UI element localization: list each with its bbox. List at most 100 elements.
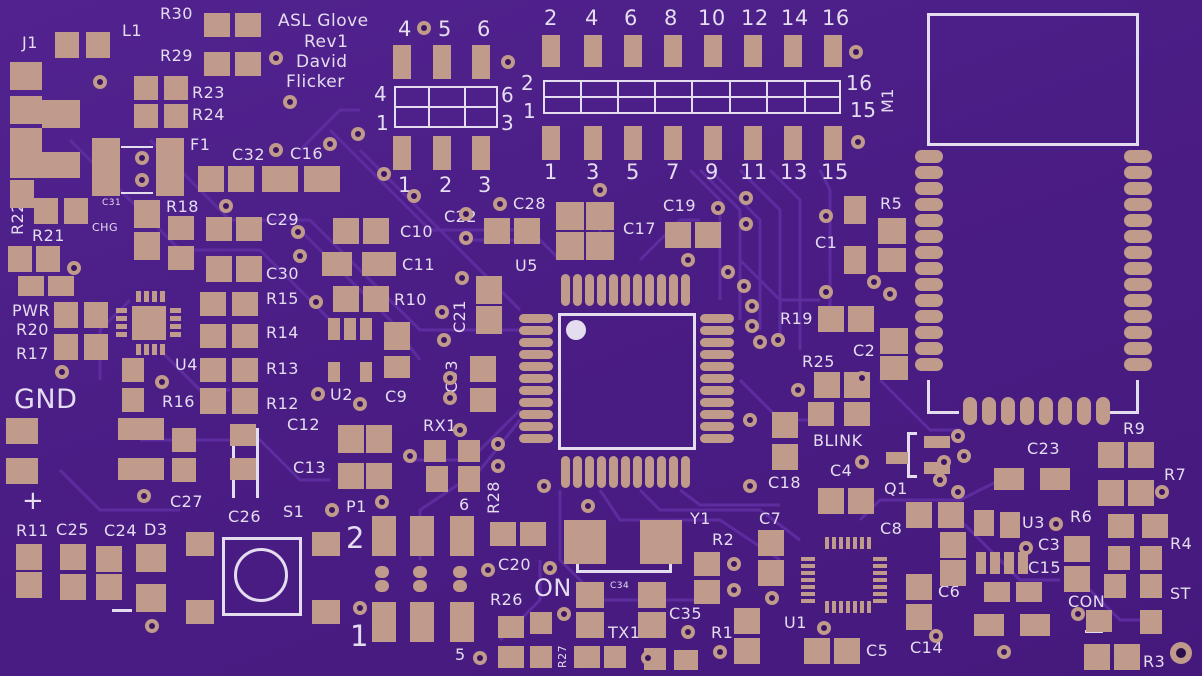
mcu-pin [561, 274, 570, 306]
mcu-pin [609, 274, 618, 306]
mcu-pin [621, 274, 630, 306]
smd-pad [924, 436, 950, 448]
silk-line [907, 475, 917, 478]
qfn-pin [860, 601, 864, 613]
plus-label: + [22, 486, 45, 516]
via [351, 127, 365, 141]
smd-pad [1104, 574, 1126, 598]
smd-pad [576, 612, 604, 638]
via [951, 429, 965, 443]
smd-pad [118, 418, 164, 440]
smd-pad [84, 334, 108, 360]
smd-pad [200, 388, 226, 414]
smd-pad [976, 552, 986, 574]
label-r2: R2 [712, 530, 735, 549]
module-outline [1136, 380, 1139, 414]
smd-pad [984, 582, 1010, 602]
smd-pad [54, 334, 78, 360]
smd-pad [372, 602, 396, 642]
smd-pad [172, 458, 196, 482]
via [55, 365, 69, 379]
mcu-pin [633, 456, 642, 488]
board-revision: Rev1 [304, 32, 349, 52]
header-small-pin-5: 5 [438, 17, 452, 41]
via [219, 199, 233, 213]
smd-pad [974, 614, 1004, 636]
header-large-pin-8: 8 [664, 6, 678, 30]
via [459, 207, 473, 221]
via [417, 21, 431, 35]
via [1071, 607, 1085, 621]
smd-pad [974, 510, 994, 536]
header-small-pin-2: 2 [439, 173, 453, 197]
via [325, 503, 339, 517]
module-pad [1124, 310, 1152, 323]
via [929, 629, 943, 643]
header-large-pin-3: 3 [586, 160, 600, 184]
mcu-pin [681, 274, 690, 306]
module-pad [1124, 358, 1152, 371]
smd-pad [164, 104, 188, 128]
via [135, 151, 149, 165]
module-pad [1058, 397, 1072, 425]
smd-pad [1140, 574, 1162, 598]
module-pad [963, 397, 977, 425]
module-pad [1124, 198, 1152, 211]
smd-pad [1142, 514, 1168, 538]
board-title: ASL Glove [278, 11, 369, 31]
label-r25: R25 [802, 352, 835, 371]
smd-pad [458, 466, 480, 492]
smd-pad [338, 425, 364, 453]
label-r20: R20 [16, 320, 49, 339]
switch-s1-outline[interactable] [222, 537, 302, 616]
switch-s1-actuator[interactable] [234, 548, 288, 602]
smd-pad [328, 318, 340, 340]
small-header-divider [464, 86, 466, 128]
smd-pad [470, 356, 496, 382]
header-large-pad [744, 35, 762, 67]
via [67, 261, 81, 275]
mcu-pin1-marker [566, 320, 586, 340]
via [937, 455, 951, 469]
mcu-pin [621, 456, 630, 488]
module-pad [1124, 294, 1152, 307]
m1-label: M1 [878, 88, 897, 113]
smd-pad [134, 104, 158, 128]
header-small-pad [472, 136, 490, 170]
label-c3: C3 [1038, 535, 1061, 554]
label-r1: R1 [711, 623, 734, 642]
smd-pad [134, 200, 160, 228]
via [407, 189, 421, 203]
smd-pad [228, 166, 254, 192]
silk-line [121, 146, 153, 148]
smd-pad [200, 292, 226, 316]
via [997, 645, 1011, 659]
label-r21: R21 [32, 226, 65, 245]
mcu-pin [657, 456, 666, 488]
mcu-pin [573, 456, 582, 488]
mcu-pin [645, 456, 654, 488]
qfn-pin [873, 592, 887, 596]
smd-pad [236, 217, 262, 241]
smd-pad [10, 96, 42, 124]
smd-pad [10, 128, 42, 156]
label-r27: R27 [556, 644, 569, 668]
via [291, 225, 305, 239]
qfn-pin [136, 291, 141, 302]
smd-pad [168, 246, 194, 270]
small-header-divider [428, 86, 430, 128]
smd-pad [8, 246, 32, 272]
smd-pad [484, 218, 510, 244]
via [765, 591, 779, 605]
mcu-pin [700, 434, 734, 443]
label-c32: C32 [232, 145, 266, 164]
via [491, 459, 505, 473]
qfn-pin [801, 571, 815, 575]
smd-pad [1040, 468, 1070, 490]
smd-pad [134, 232, 160, 260]
smd-pad [1128, 442, 1154, 468]
smd-pad [16, 544, 42, 570]
smd-pad [848, 488, 874, 514]
smd-pad [576, 582, 604, 608]
